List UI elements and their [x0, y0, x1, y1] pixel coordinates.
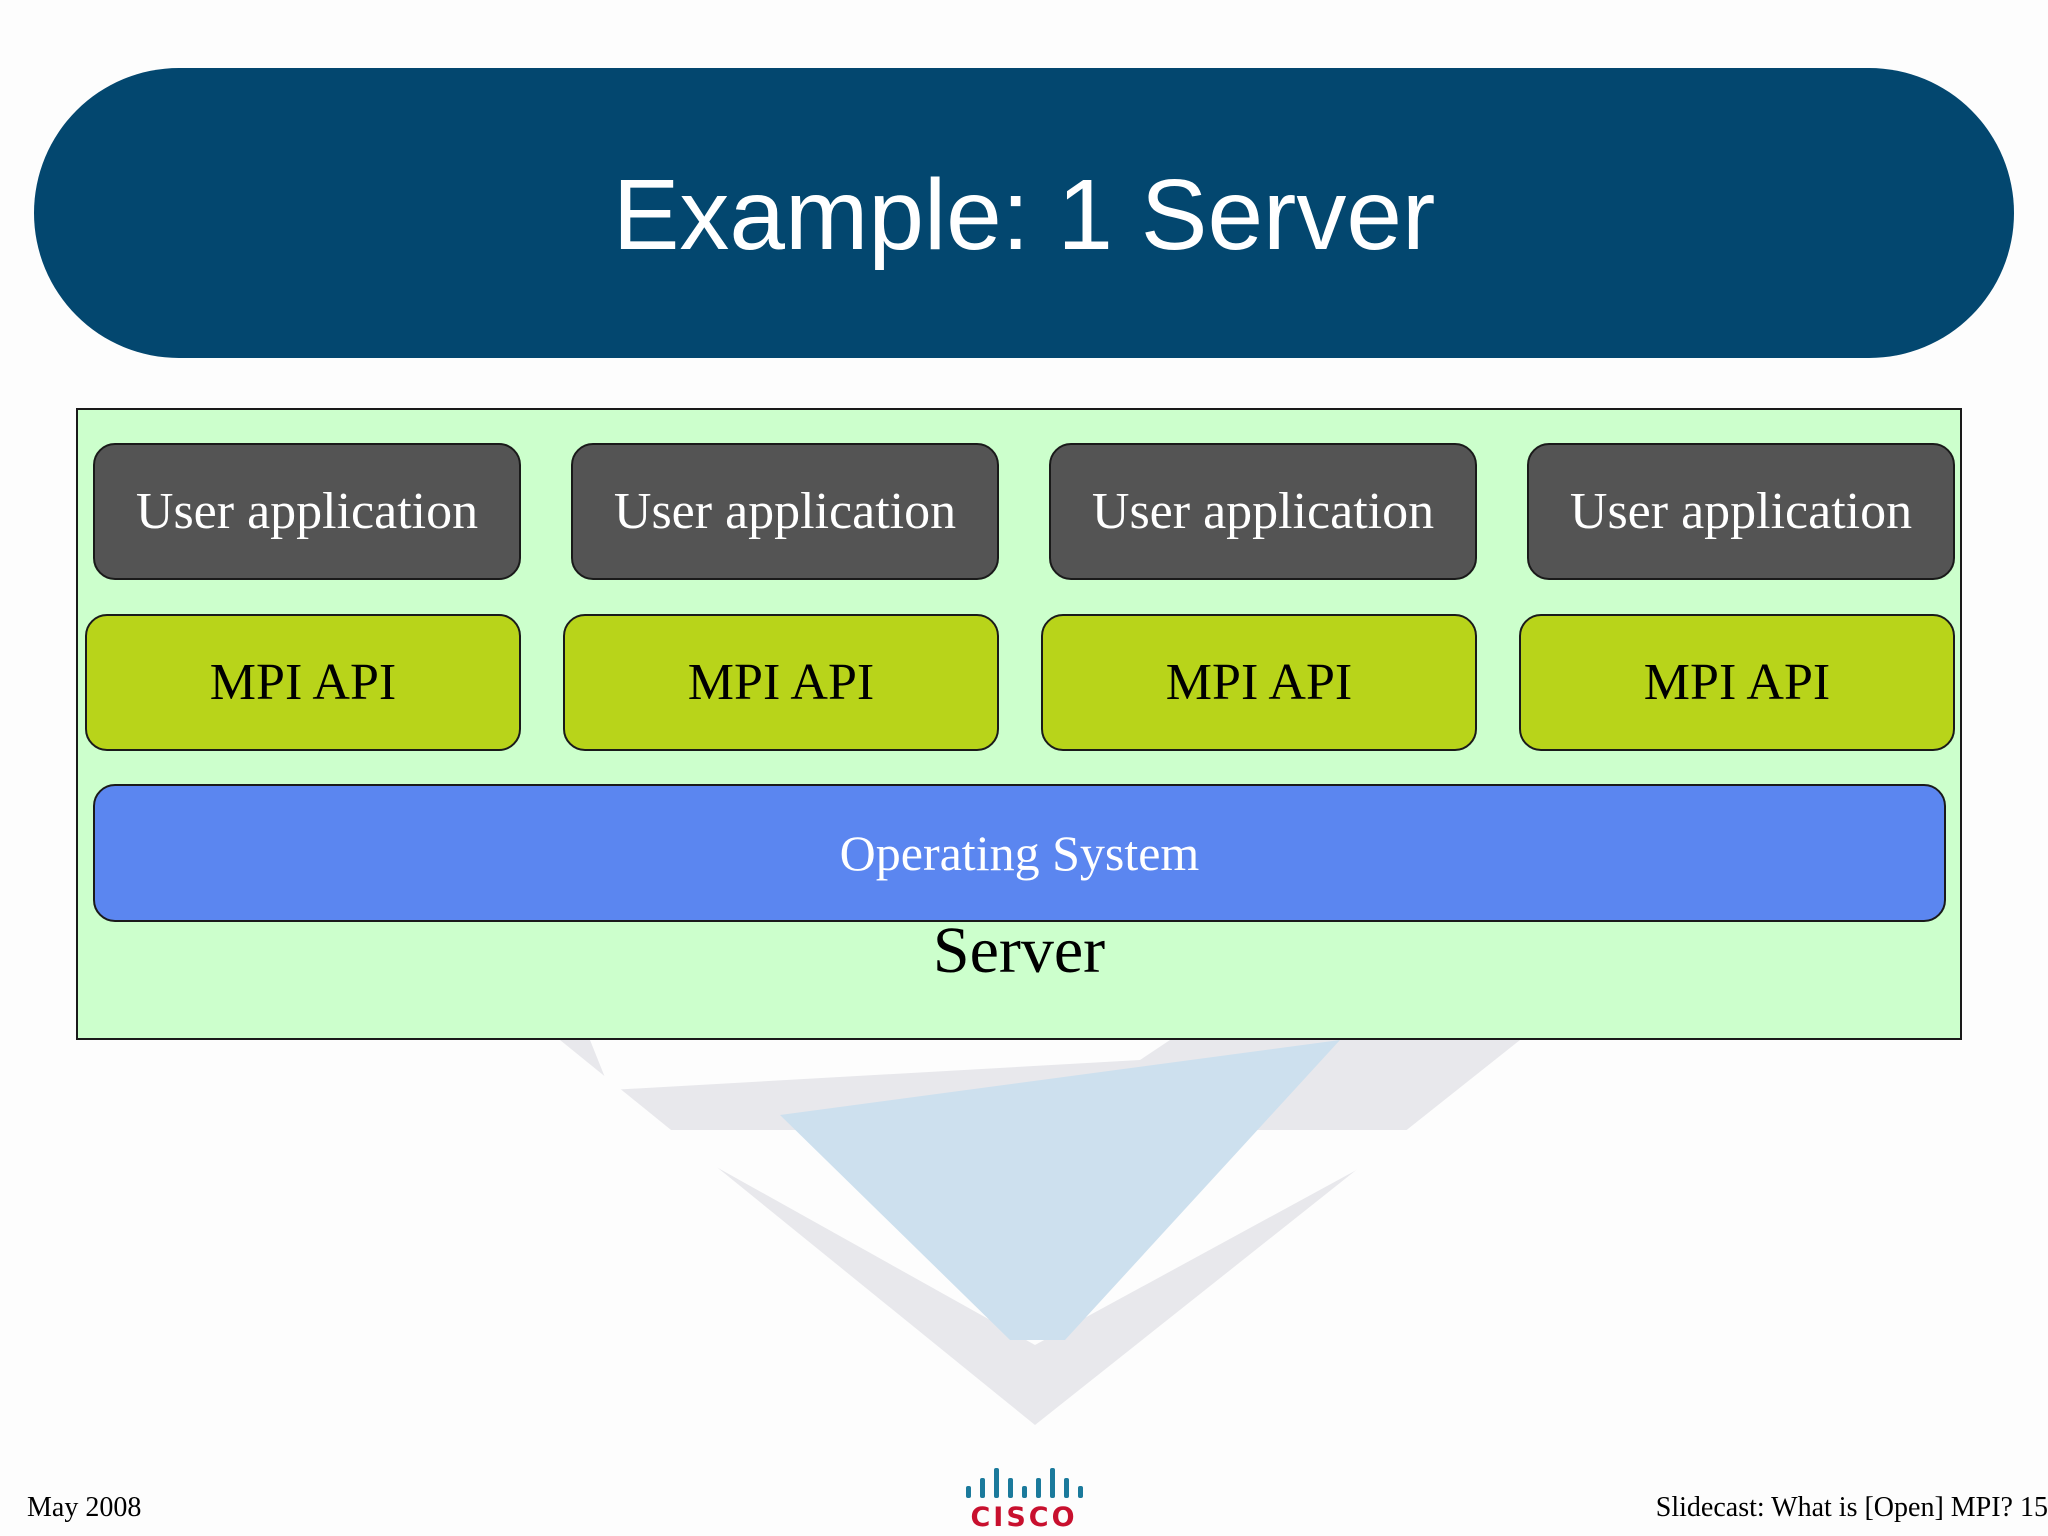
slide-title: Example: 1 Server [612, 159, 1436, 271]
operating-system-block: Operating System [93, 784, 1946, 922]
user-application-block-2: User application [571, 443, 999, 580]
footer-date: May 2008 [27, 1492, 142, 1523]
cisco-logo-text: CISCO [970, 1502, 1078, 1533]
mpi-api-block-1: MPI API [85, 614, 521, 751]
mpi-api-block-3: MPI API [1041, 614, 1477, 751]
user-application-block-4: User application [1527, 443, 1955, 580]
cisco-bars-icon [966, 1468, 1083, 1498]
server-label: Server [932, 914, 1106, 987]
user-application-block-1: User application [93, 443, 521, 580]
title-banner: Example: 1 Server [34, 68, 2014, 358]
user-application-block-3: User application [1049, 443, 1477, 580]
mpi-api-block-2: MPI API [563, 614, 999, 751]
cisco-logo: CISCO [960, 1464, 1088, 1532]
footer-caption: Slidecast: What is [Open] MPI? 15 [1655, 1492, 2048, 1523]
mpi-api-block-4: MPI API [1519, 614, 1955, 751]
